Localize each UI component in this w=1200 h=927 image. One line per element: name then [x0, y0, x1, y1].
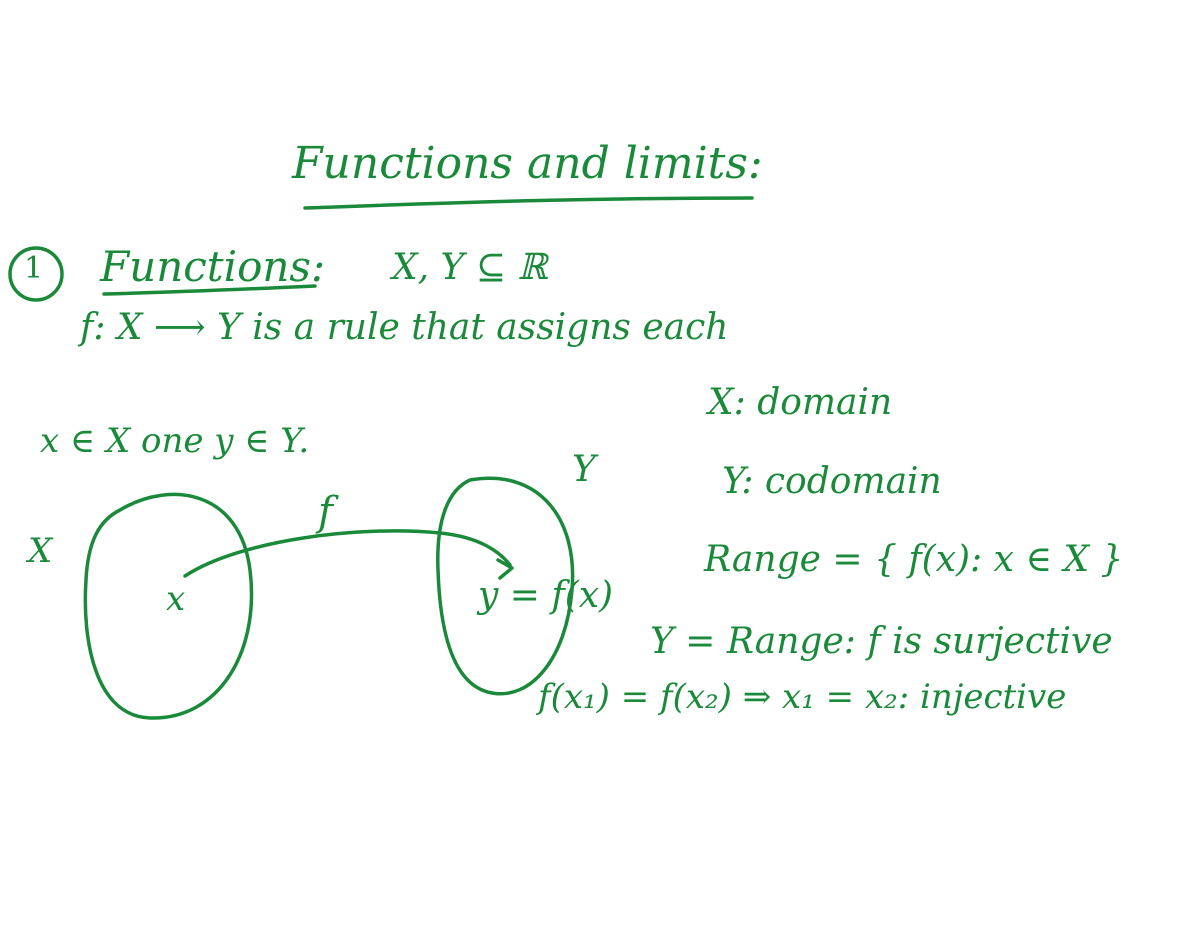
set-declaration: X, Y ⊆ ℝ	[392, 247, 548, 288]
domain-element: x	[166, 579, 186, 619]
page-title: Functions and limits:	[292, 138, 763, 189]
definition-line-1: f: X ⟶ Y is a rule that assigns each	[80, 307, 729, 348]
section-number: 1	[24, 251, 44, 286]
mapping-arrow	[183, 529, 512, 578]
injective-note: f(x₁) = f(x₂) ⇒ x₁ = x₂: injective	[538, 677, 1067, 717]
definition-line-2: x ∈ X one y ∈ Y.	[40, 421, 310, 461]
domain-note: X: domain	[708, 382, 893, 423]
domain-set-label: X	[28, 531, 53, 571]
domain-set-oval	[83, 492, 254, 720]
codomain-set-oval	[436, 476, 575, 696]
section-heading: Functions:	[100, 242, 326, 291]
surjective-note: Y = Range: f is surjective	[650, 621, 1113, 662]
codomain-note: Y: codomain	[722, 461, 942, 502]
section-number-circle	[8, 246, 64, 302]
map-label: f	[318, 489, 333, 535]
title-underline	[303, 196, 754, 210]
heading-underline	[102, 284, 317, 296]
image-element: y = f(x)	[478, 575, 614, 616]
codomain-set-label: Y	[572, 449, 596, 490]
range-definition: Range = { f(x): x ∈ X }	[704, 539, 1124, 580]
mapping-arrow-head	[496, 558, 514, 580]
